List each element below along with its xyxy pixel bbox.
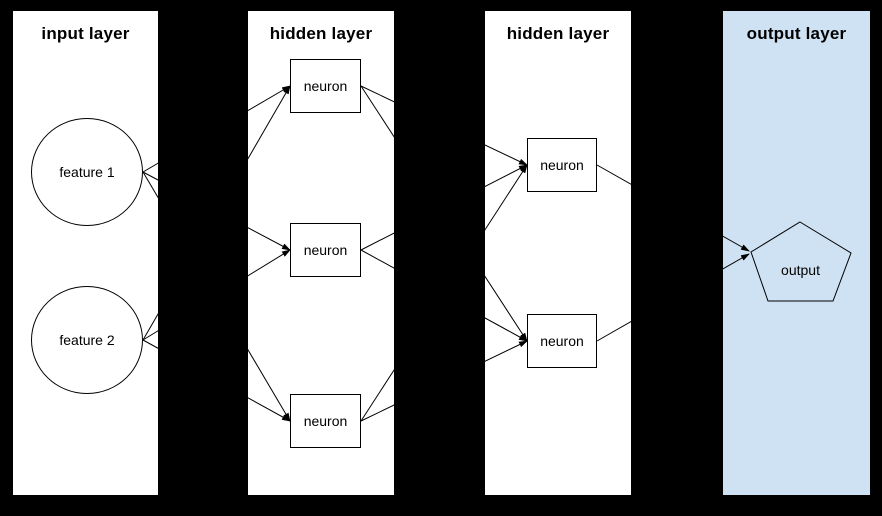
node-hidden1-neuron-1-label: neuron (303, 78, 348, 94)
node-feature-1-label: feature 1 (59, 164, 115, 180)
layer-title-hidden-2: hidden layer (506, 24, 610, 43)
layer-title-input: input layer (41, 24, 130, 43)
node-hidden2-neuron-2: neuron (527, 314, 597, 368)
node-feature-2: feature 2 (31, 286, 143, 394)
node-hidden1-neuron-2-label: neuron (303, 242, 348, 258)
node-hidden2-neuron-1-label: neuron (540, 157, 584, 173)
layer-panel-hidden-2: hidden layer (485, 11, 631, 495)
layer-panel-input: input layer (13, 11, 158, 495)
layer-title-output: output layer (746, 24, 847, 43)
node-feature-2-label: feature 2 (59, 332, 115, 348)
node-hidden1-neuron-3-label: neuron (303, 413, 348, 429)
node-feature-1: feature 1 (31, 118, 143, 226)
connector-lines (142, 85, 750, 422)
node-hidden1-neuron-2: neuron (290, 223, 361, 277)
node-output-label: output (781, 262, 820, 278)
node-hidden1-neuron-3: neuron (290, 394, 361, 448)
layer-panel-output: output layer (723, 11, 870, 495)
node-hidden2-neuron-2-label: neuron (540, 333, 584, 349)
node-hidden2-neuron-1: neuron (527, 138, 597, 192)
node-hidden1-neuron-1: neuron (290, 59, 361, 113)
layer-title-hidden-1: hidden layer (269, 24, 373, 43)
